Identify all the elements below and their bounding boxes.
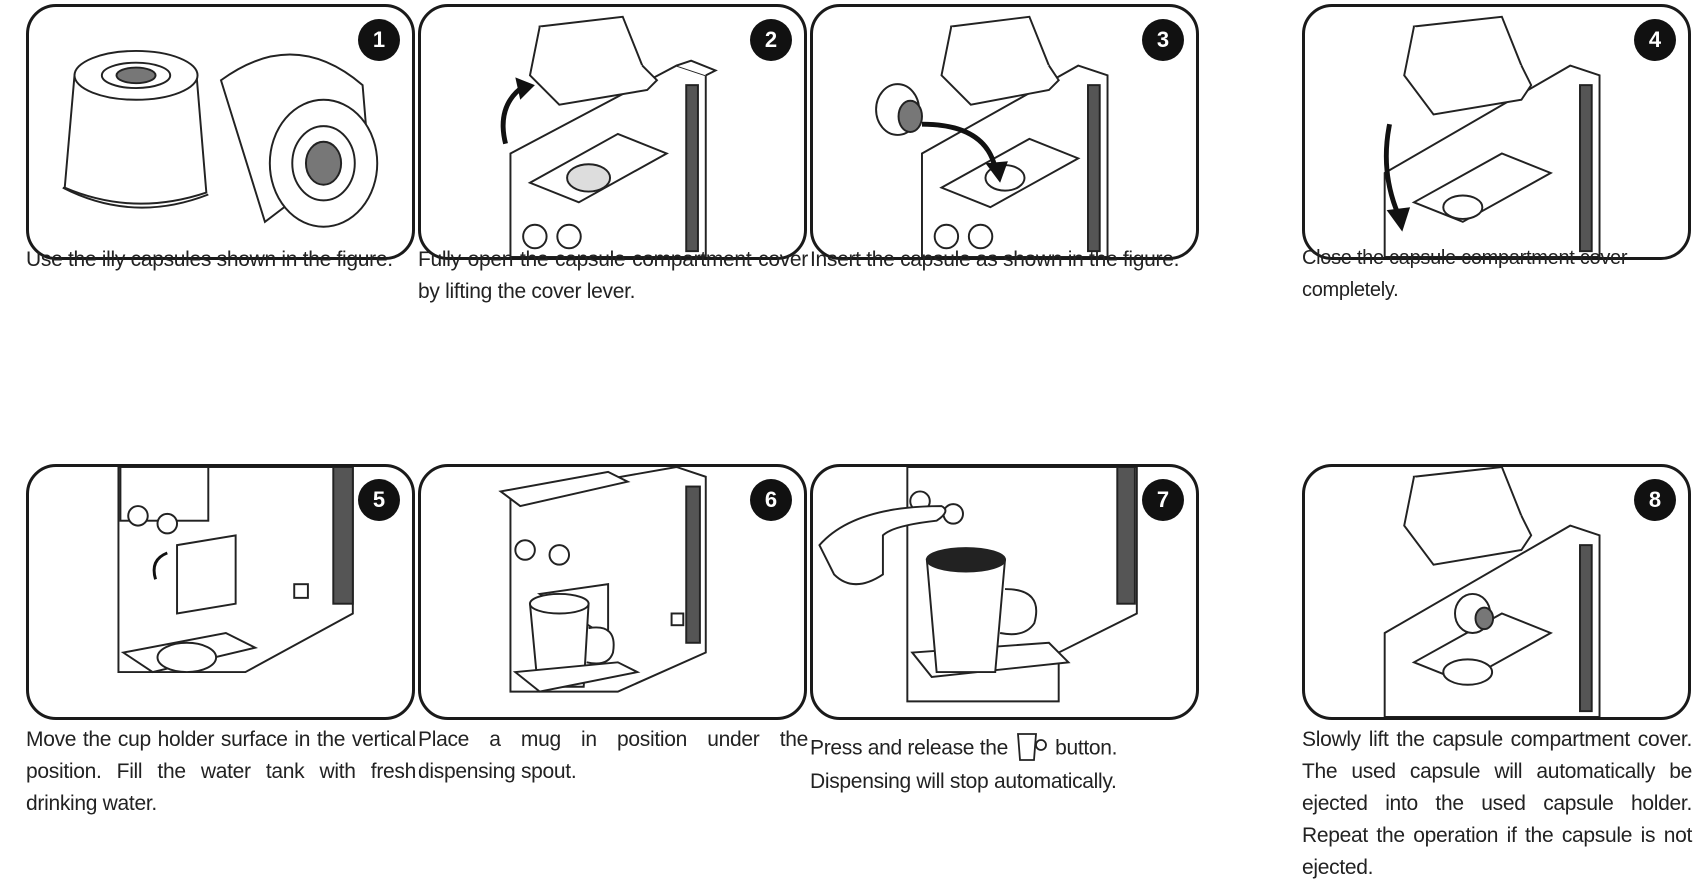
step-8-caption: Slowly lift the capsule compartment cove… <box>1302 728 1692 879</box>
step-7-illustration: 7 <box>810 464 1199 720</box>
step-number-badge: 3 <box>1142 19 1184 61</box>
step-7-caption: Press and release the button. Dispensing… <box>810 732 1200 798</box>
close-cover-illustration <box>1383 15 1601 257</box>
step-3-caption: Insert the capsule as shown in the figur… <box>810 248 1180 271</box>
step-number-badge: 1 <box>358 19 400 61</box>
step-6-illustration: 6 <box>418 464 807 720</box>
step-4-caption: Close the capsule compartment cover comp… <box>1302 247 1628 301</box>
step-number-badge: 6 <box>750 479 792 521</box>
step-number-badge: 2 <box>750 19 792 61</box>
step-number-badge: 4 <box>1634 19 1676 61</box>
step-7-caption-after: button. Dispensing will stop automatical… <box>810 736 1118 793</box>
eject-capsule-illustration <box>1383 467 1601 717</box>
capsules-illustration <box>62 49 379 228</box>
step-1-illustration: 1 <box>26 4 415 260</box>
step-8-illustration: 8 <box>1302 464 1691 720</box>
step-number-badge: 5 <box>358 479 400 521</box>
press-button-illustration <box>818 467 1138 703</box>
step-2-illustration: 2 <box>418 4 807 260</box>
water-tank-illustration <box>117 467 354 674</box>
step-number-badge: 8 <box>1634 479 1676 521</box>
step-number-badge: 7 <box>1142 479 1184 521</box>
step-5-illustration: 5 <box>26 464 415 720</box>
step-7-caption-before: Press and release the <box>810 736 1008 760</box>
step-3-illustration: 3 <box>810 4 1199 260</box>
step-5-caption: Move the cup holder surface in the verti… <box>26 728 416 815</box>
mug-placement-illustration <box>498 467 707 693</box>
step-2-caption: Fully open the capsule compartment cover… <box>418 248 808 303</box>
step-6-caption: Place a mug in position under the dispen… <box>418 728 808 783</box>
step-1-caption: Use the illy capsules shown in the figur… <box>26 248 393 271</box>
step-4-illustration: 4 <box>1302 4 1691 260</box>
cup-icon <box>1016 733 1047 761</box>
insert-capsule-illustration <box>875 15 1109 257</box>
open-cover-illustration <box>500 15 718 257</box>
